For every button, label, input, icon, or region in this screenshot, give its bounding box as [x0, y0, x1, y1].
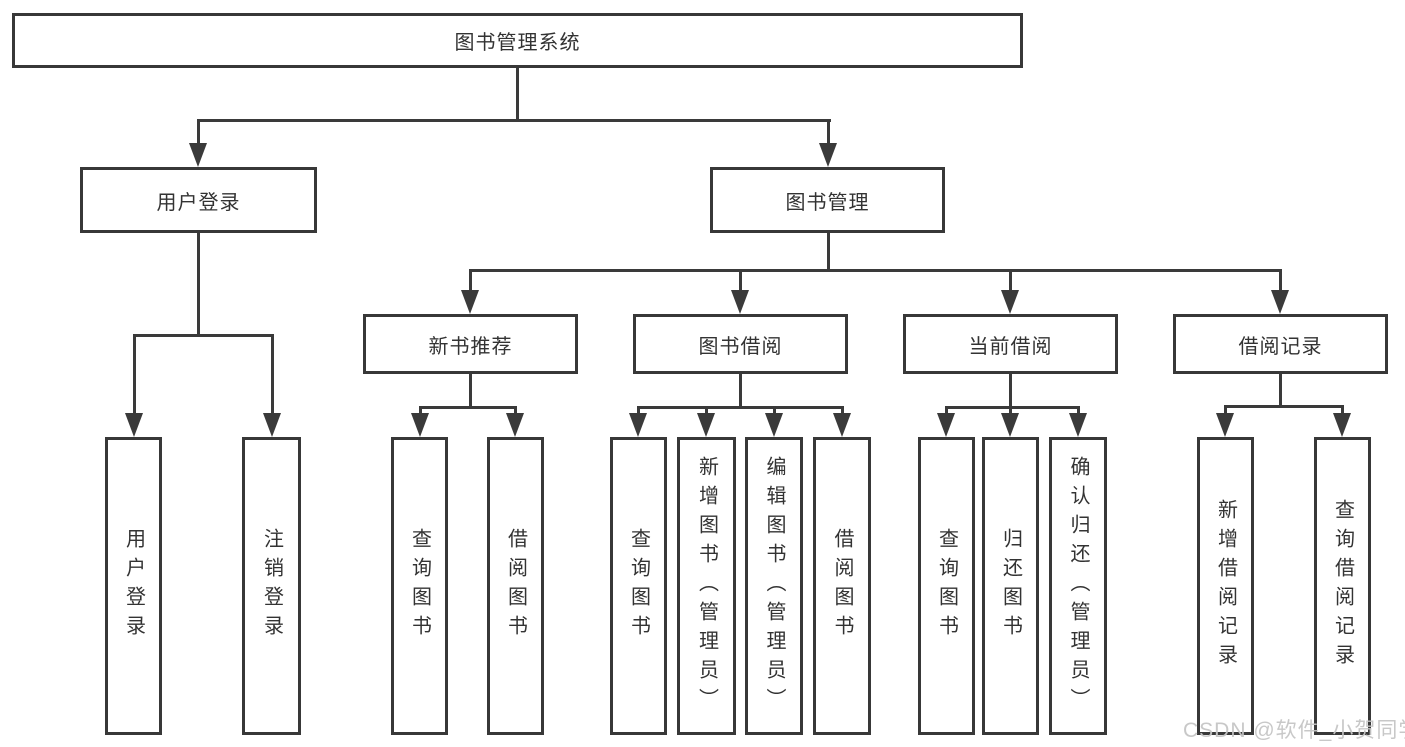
arrow-down-icon	[189, 143, 207, 167]
arrow-down-icon	[819, 143, 837, 167]
arrow-down-icon	[1069, 413, 1087, 437]
connector-currentborrow-shaft-3	[1077, 406, 1080, 416]
connector-currentborrow-stem	[1009, 374, 1012, 409]
leaf-query-books-recommend: 查询图书	[391, 437, 448, 735]
connector-userlogin-shaft-1	[133, 334, 136, 414]
connector-bookborrow-shaft-2	[705, 406, 708, 416]
arrow-down-icon	[1001, 413, 1019, 437]
arrow-down-icon	[461, 290, 479, 314]
connector-bookmgmt-shaft-3	[1009, 269, 1012, 291]
arrow-down-icon	[1216, 413, 1234, 437]
connector-bookmgmt-shaft-1	[469, 269, 472, 291]
connector-bookmgmt-hline	[470, 269, 1280, 272]
connector-records-hline	[1225, 405, 1343, 408]
arrow-down-icon	[125, 413, 143, 437]
leaf-add-books-admin: 新增图书（管理员）	[677, 437, 736, 735]
node-book-borrow: 图书借阅	[633, 314, 848, 374]
connector-root-left-shaft	[197, 119, 200, 145]
connector-currentborrow-shaft-1	[945, 406, 948, 416]
leaf-return-books: 归还图书	[982, 437, 1039, 735]
node-book-management: 图书管理	[710, 167, 945, 233]
arrow-down-icon	[697, 413, 715, 437]
csdn-watermark: CSDN @软件_小贺同学	[1183, 719, 1405, 742]
connector-records-shaft-1	[1224, 405, 1227, 415]
arrow-down-icon	[263, 413, 281, 437]
connector-newbook-hline	[420, 406, 516, 409]
arrow-down-icon	[411, 413, 429, 437]
arrow-down-icon	[765, 413, 783, 437]
leaf-query-books-borrow: 查询图书	[610, 437, 667, 735]
connector-bookmgmt-shaft-4	[1279, 269, 1282, 291]
leaf-confirm-return-admin: 确认归还（管理员）	[1049, 437, 1107, 735]
connector-currentborrow-hline	[946, 406, 1079, 409]
leaf-user-login: 用户登录	[105, 437, 162, 735]
node-borrow-records: 借阅记录	[1173, 314, 1388, 374]
arrow-down-icon	[629, 413, 647, 437]
connector-currentborrow-shaft-2	[1009, 406, 1012, 416]
leaf-edit-books-admin: 编辑图书（管理员）	[745, 437, 803, 735]
connector-newbook-shaft-1	[419, 406, 422, 416]
arrow-down-icon	[1333, 413, 1351, 437]
connector-newbook-shaft-2	[514, 406, 517, 416]
node-current-borrow: 当前借阅	[903, 314, 1118, 374]
connector-root-hline	[197, 119, 831, 122]
connector-bookborrow-stem	[739, 374, 742, 409]
connector-newbook-stem	[469, 374, 472, 409]
connector-root-right-shaft	[827, 119, 830, 145]
connector-records-stem	[1279, 374, 1282, 408]
connector-root-stem	[516, 68, 519, 121]
connector-bookmgmt-stem	[827, 233, 830, 272]
arrow-down-icon	[937, 413, 955, 437]
leaf-query-borrow-record: 查询借阅记录	[1314, 437, 1371, 735]
arrow-down-icon	[1271, 290, 1289, 314]
connector-bookborrow-hline	[638, 406, 843, 409]
node-new-book-recommend: 新书推荐	[363, 314, 578, 374]
leaf-borrow-books-recommend: 借阅图书	[487, 437, 544, 735]
leaf-borrow-books: 借阅图书	[813, 437, 871, 735]
connector-bookborrow-shaft-3	[773, 406, 776, 416]
connector-userlogin-stem	[197, 233, 200, 337]
leaf-logout: 注销登录	[242, 437, 301, 735]
leaf-add-borrow-record: 新增借阅记录	[1197, 437, 1254, 735]
arrow-down-icon	[1001, 290, 1019, 314]
arrow-down-icon	[833, 413, 851, 437]
arrow-down-icon	[506, 413, 524, 437]
connector-bookmgmt-shaft-2	[739, 269, 742, 291]
node-root: 图书管理系统	[12, 13, 1023, 68]
connector-userlogin-shaft-2	[271, 334, 274, 414]
connector-bookborrow-shaft-4	[841, 406, 844, 416]
node-user-login: 用户登录	[80, 167, 317, 233]
leaf-query-books-current: 查询图书	[918, 437, 975, 735]
connector-bookborrow-shaft-1	[637, 406, 640, 416]
arrow-down-icon	[731, 290, 749, 314]
connector-records-shaft-2	[1341, 405, 1344, 415]
connector-userlogin-hline	[133, 334, 273, 337]
